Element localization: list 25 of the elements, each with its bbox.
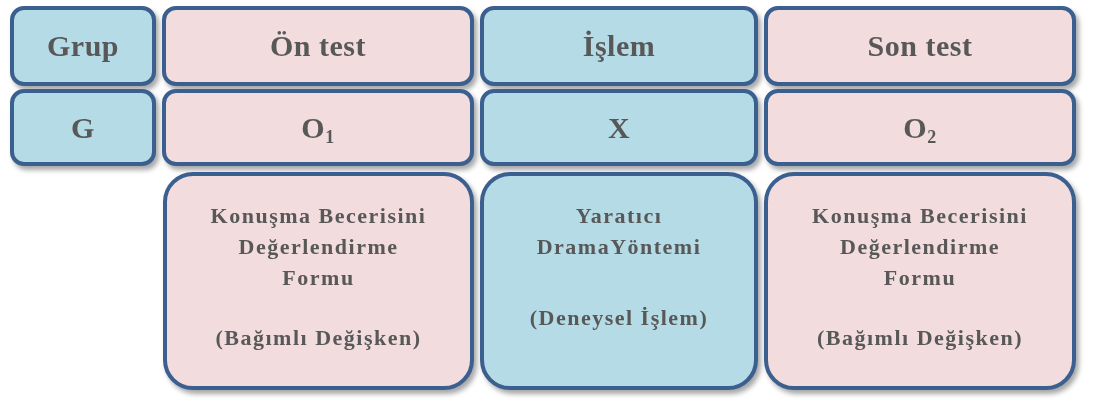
role-note: (Bağımlı Değişken) (215, 324, 422, 352)
column-header-panel (10, 6, 156, 86)
role-note: (Deneysel İşlem) (529, 304, 709, 332)
design-notation-panel (764, 89, 1076, 166)
description-panel (163, 172, 474, 390)
column-header-panel (480, 6, 758, 86)
role-note: (Bağımlı Değişken) (816, 324, 1024, 352)
description-panel (480, 172, 758, 390)
description-text: Konuşma Becerisini Değerlendirme Formu (209, 202, 428, 292)
design-symbol: O$_{1}$ (301, 110, 335, 145)
design-symbol: X (607, 110, 631, 145)
design-notation-panel (480, 89, 758, 166)
column-header: Grup (47, 29, 119, 63)
design-notation-panel (162, 89, 474, 166)
design-notation-panel (10, 89, 156, 166)
column-header: Son test (867, 29, 973, 63)
column-header: İşlem (582, 29, 656, 63)
description-panel (764, 172, 1076, 390)
design-symbol: G (71, 110, 95, 145)
column-header-panel (764, 6, 1076, 86)
column-header: Ön test (270, 29, 366, 63)
description-text: Konuşma Becerisini Değerlendirme Formu (811, 202, 1029, 292)
description-text: Yaratıcı DramaYöntemi (535, 202, 703, 261)
column-header-panel (162, 6, 474, 86)
design-symbol: O$_{2}$ (903, 110, 937, 145)
